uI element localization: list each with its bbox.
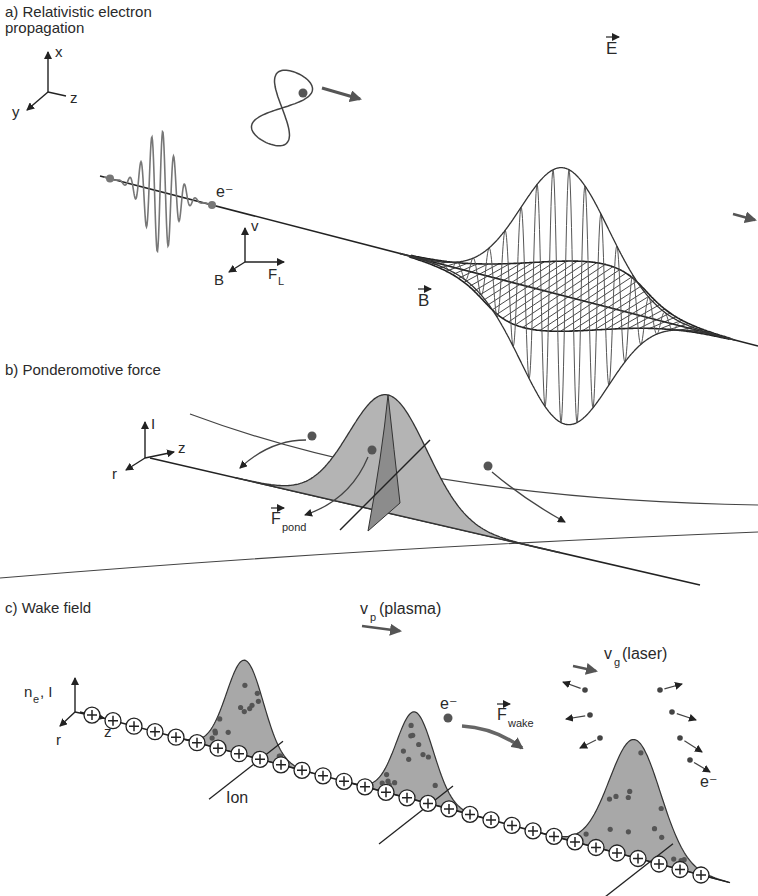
e-field-envelope — [400, 168, 735, 425]
motion-arrow — [322, 88, 360, 99]
axis-label: x — [55, 44, 63, 60]
b-field-envelope — [409, 255, 731, 339]
velocity-arrow — [362, 626, 400, 631]
axis-label: r — [56, 732, 61, 748]
velocity-label: (plasma) — [379, 601, 441, 618]
axis-label: y — [12, 104, 20, 120]
axis-label: z — [178, 440, 186, 456]
intensity-slice — [368, 395, 400, 531]
ion-row — [80, 707, 730, 883]
electron-label: e⁻ — [700, 774, 717, 791]
subscript: pond — [282, 522, 306, 534]
b-field-hatch — [419, 259, 725, 337]
axis-label: r — [112, 466, 117, 482]
velocity-label: (laser) — [622, 646, 667, 663]
ion-label: Ion — [226, 790, 248, 807]
vector-arrow — [606, 36, 619, 37]
panel-title: a) Relativistic electron propagation — [5, 4, 175, 36]
axis-label: B — [214, 272, 224, 288]
field-label: E — [606, 40, 617, 58]
propagation-arrow — [733, 214, 755, 220]
subscript: L — [278, 276, 284, 288]
subscript: e — [33, 694, 39, 706]
electron-dot — [208, 201, 216, 209]
panel-title: b) Ponderomotive force — [5, 362, 161, 378]
subscript: wake — [508, 718, 534, 730]
axes-c — [60, 678, 104, 726]
e-field-oscillation — [400, 170, 735, 423]
axes-b — [126, 422, 174, 470]
electron-label: e⁻ — [216, 184, 233, 201]
axis-label: v — [251, 218, 259, 234]
force-label: F — [271, 511, 281, 528]
axis-label: I — [151, 416, 155, 432]
wake-force-arrow — [462, 726, 522, 748]
electron-dot — [444, 714, 453, 723]
electron-dot — [106, 175, 114, 183]
trajectory-curve — [0, 532, 758, 578]
vector-arrow — [418, 288, 431, 289]
axes-a — [27, 52, 66, 110]
vector-arrow — [497, 703, 510, 704]
velocity-arrow — [573, 666, 596, 671]
field-label: B — [418, 292, 429, 310]
electron-label: e⁻ — [440, 696, 457, 713]
subscript: g — [614, 657, 620, 669]
axis-label: F — [268, 266, 277, 282]
trajectory-curve — [190, 414, 758, 505]
vector-arrow — [271, 507, 284, 508]
subscript: p — [370, 612, 376, 624]
axis-label: , I — [40, 684, 53, 700]
panel-title: c) Wake field — [5, 600, 91, 616]
velocity-label: v — [604, 646, 612, 663]
axis-label: n — [24, 684, 32, 700]
ponderomotive-electrons — [240, 432, 565, 523]
wake-profiles — [177, 660, 728, 896]
electron-dot — [299, 89, 308, 98]
intensity-profile — [235, 395, 560, 553]
axis-label: z — [104, 724, 112, 740]
small-pulse — [104, 132, 216, 252]
radial-axis — [340, 440, 430, 530]
figure-eight-orbit — [252, 70, 313, 146]
axis-label: z — [70, 90, 78, 106]
force-label: F — [497, 707, 507, 724]
velocity-label: v — [360, 601, 368, 618]
